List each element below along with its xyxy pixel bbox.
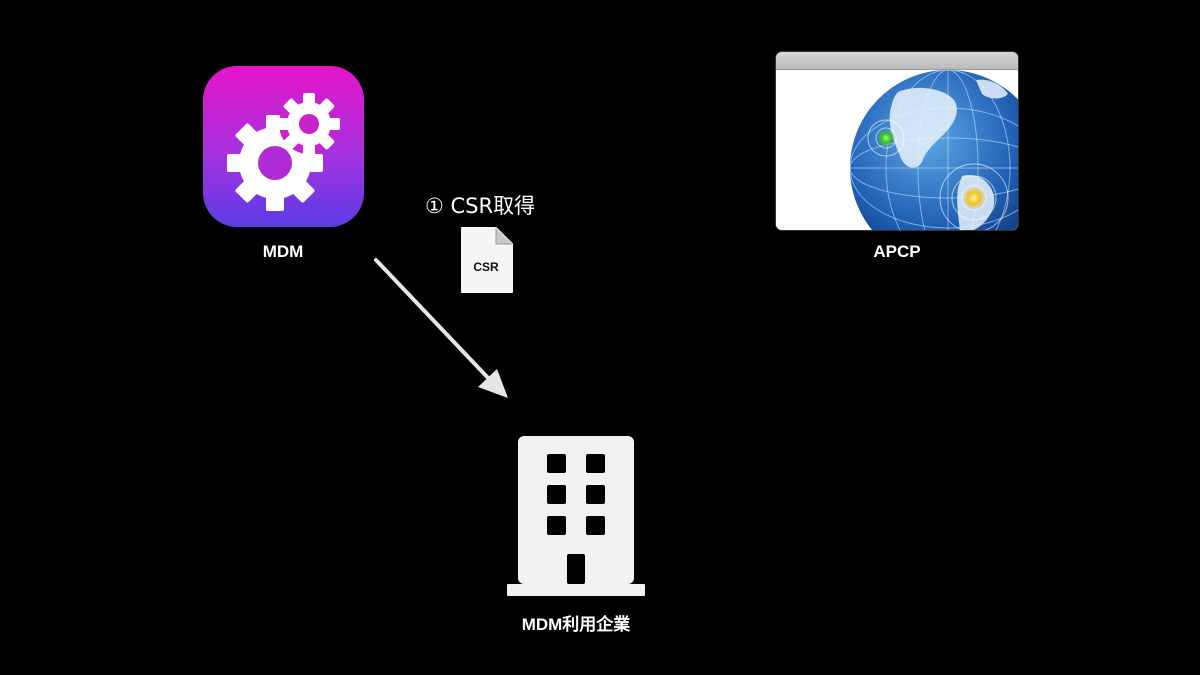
document-icon	[461, 227, 513, 293]
apcp-window	[776, 52, 1018, 230]
flow-arrow-head	[478, 369, 508, 398]
mdm-app-icon	[203, 66, 364, 227]
building-icon	[507, 436, 645, 596]
company-building	[505, 434, 647, 598]
company-label: MDM利用企業	[521, 615, 631, 634]
apcp-window-content	[776, 70, 1018, 230]
gear-icon	[227, 93, 340, 211]
csr-document: CSR	[460, 226, 514, 294]
step-label: ① CSR取得	[425, 194, 536, 218]
apcp-label: APCP	[873, 242, 921, 261]
flow-arrow-shaft	[374, 258, 493, 383]
mdm-label: MDM	[262, 242, 304, 261]
globe-icon	[776, 70, 1018, 230]
apcp-window-titlebar	[776, 52, 1018, 70]
csr-document-text: CSR	[473, 260, 499, 274]
